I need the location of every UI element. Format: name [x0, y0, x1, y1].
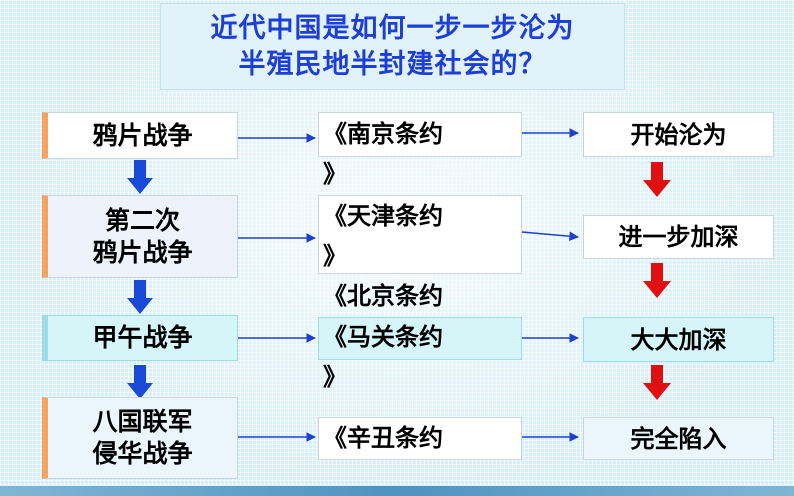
result-label-2: 进一步加深	[618, 223, 739, 251]
war-label-1: 鸦片战争	[92, 120, 193, 150]
war-box-4: 八国联军 侵华战争	[42, 397, 238, 479]
result-label-1: 开始沦为	[630, 120, 727, 149]
down-arrow-result-2	[643, 263, 671, 298]
arrow-treaty2-to-result2	[521, 231, 579, 242]
war-box-2: 第二次 鸦片战争	[42, 195, 238, 278]
down-arrow-war-3	[127, 365, 153, 399]
treaty-box-4	[318, 417, 522, 460]
result-box-1: 开始沦为	[583, 112, 774, 157]
bottom-bar	[0, 486, 794, 496]
result-label-4: 完全陷入	[630, 424, 727, 453]
treaty-label-3: 《马关条约 》	[323, 323, 443, 391]
title-line-2: 半殖民地半封建社会的？	[238, 49, 547, 80]
down-arrow-result-3	[643, 365, 671, 400]
war-label-4: 八国联军 侵华战争	[92, 407, 193, 468]
down-arrow-war-2	[127, 280, 153, 314]
treaty-box-3	[318, 317, 522, 360]
down-arrow-result-1	[643, 162, 671, 197]
result-label-3: 大大加深	[630, 325, 727, 354]
war-box-1: 鸦片战争	[42, 112, 238, 159]
treaty-box-2	[318, 195, 522, 274]
title-box: 近代中国是如何一步一步沦为 半殖民地半封建社会的？	[160, 3, 625, 90]
result-box-4: 完全陷入	[583, 417, 774, 460]
down-arrow-war-1	[127, 160, 153, 194]
title-line-1: 近代中国是如何一步一步沦为	[210, 13, 575, 44]
result-box-2: 进一步加深	[583, 215, 774, 259]
result-box-3: 大大加深	[583, 317, 774, 362]
treaty-box-1	[318, 112, 522, 157]
treaty-label-4: 《辛丑条约	[323, 424, 443, 452]
war-label-3: 甲午战争	[92, 323, 193, 352]
war-box-3: 甲午战争	[42, 315, 238, 361]
war-label-2: 第二次 鸦片战争	[92, 205, 193, 267]
treaty-label-2: 《天津条约 》 《北京条约	[323, 202, 443, 310]
treaty-label-1: 《南京条约 》	[323, 120, 443, 188]
